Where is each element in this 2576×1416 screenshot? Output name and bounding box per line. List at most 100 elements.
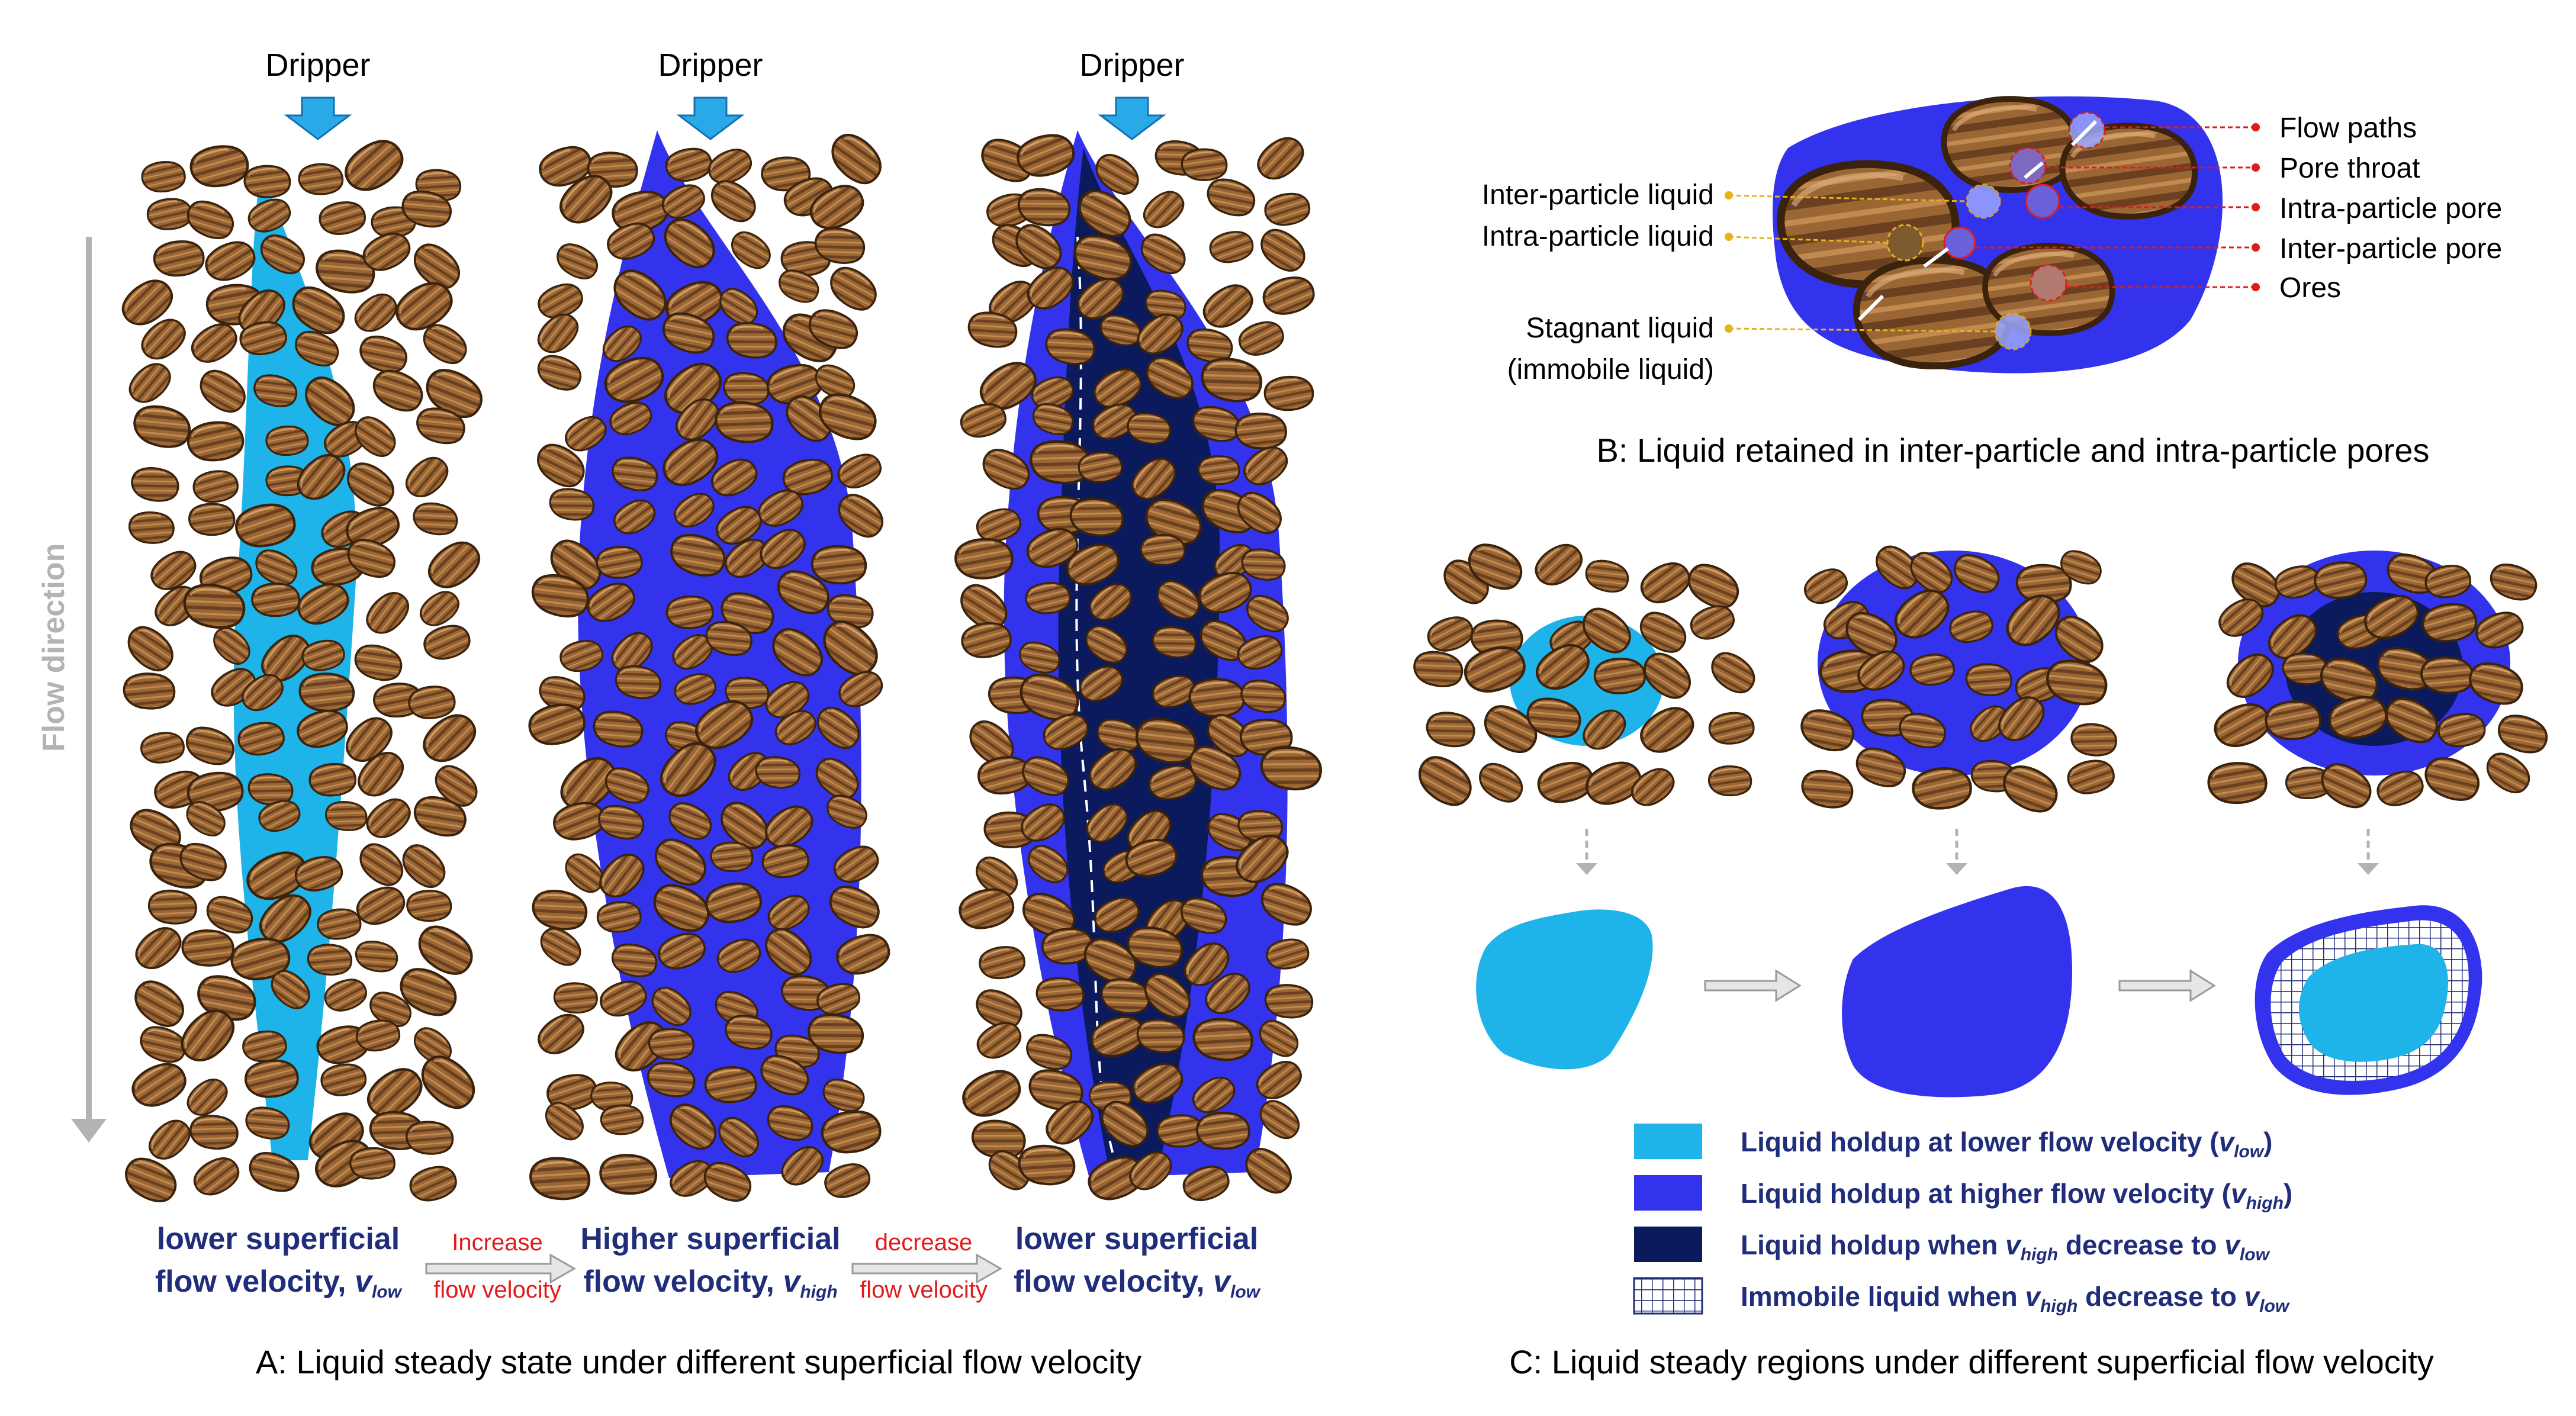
ore-particle [552, 239, 603, 285]
label-immobile-liquid: (immobile liquid) [1507, 354, 1714, 385]
pore-intra-particle-liquid [1886, 224, 1924, 262]
ore-particle [181, 929, 235, 967]
pore-ores [2030, 264, 2067, 302]
ore-particle [1260, 273, 1317, 319]
pore-intra-particle [2025, 184, 2060, 219]
label-inter-particle-pore: Inter-particle pore [2279, 233, 2502, 265]
ore-particle [356, 331, 411, 377]
ore-particle [531, 1006, 591, 1062]
ore-particle [1140, 533, 1186, 567]
label-ores: Ores [2279, 272, 2341, 304]
ore-particle [1076, 450, 1124, 485]
ore-particle [957, 1064, 1026, 1124]
ore-particle [1709, 767, 1751, 796]
ore-particle [123, 672, 175, 709]
region-low-velocity [1476, 909, 1653, 1070]
dripper-label-3: Dripper [1079, 47, 1184, 83]
panel-b-flow-arrows [1857, 120, 2098, 321]
panel-a-caption: A: Liquid steady state under different s… [256, 1343, 1141, 1380]
ore-particle [1705, 646, 1761, 699]
ore-particle [1197, 1113, 1249, 1149]
ore-particle [143, 1114, 196, 1166]
ore-particle [1264, 376, 1314, 411]
ore-particle [2070, 722, 2118, 758]
column-2-label-line1: Higher superficial [580, 1222, 840, 1256]
dripper-arrow-3 [1098, 96, 1166, 140]
ore-particle [2421, 656, 2474, 694]
panel-b-caption: B: Liquid retained in inter-particle and… [1597, 432, 2430, 469]
label-stagnant-liquid: Stagnant liquid [1526, 313, 1714, 344]
ore-particle [1203, 174, 1259, 221]
ore-particle [147, 889, 197, 925]
column-2-label-line2: flow velocity, vhigh [583, 1264, 837, 1302]
ore-particle [529, 1156, 591, 1201]
ore-particle [533, 350, 586, 395]
cluster-down-arrow-heads [1576, 863, 2379, 875]
ore-particle [1197, 455, 1240, 485]
ore-particle [647, 1026, 696, 1062]
ore-particle [128, 511, 174, 545]
ore-particle [420, 620, 474, 665]
ore-particle [130, 465, 181, 504]
ore-particle [411, 500, 460, 538]
ore-particle [130, 921, 187, 976]
pore-stagnant-liquid [1994, 313, 2032, 350]
ore-particle [1472, 756, 1530, 810]
ore-particle [321, 975, 370, 1016]
region-high-velocity [1842, 886, 2072, 1098]
legend-swatch-immobile [1633, 1277, 1703, 1315]
label-inter-particle-liquid: Inter-particle liquid [1482, 179, 1714, 211]
arrow-1-top-label: Increase [452, 1230, 542, 1256]
ore-particle [350, 1147, 395, 1180]
panel-c: Liquid holdup at lower flow velocity (vl… [1411, 538, 2553, 1380]
ore-particle [127, 1057, 191, 1113]
flow-direction-label: Flow direction [37, 543, 71, 752]
label-pore-throat: Pore throat [2279, 153, 2420, 184]
ore-particle [824, 260, 883, 317]
ore-particle [976, 943, 1028, 982]
panel-c-caption: C: Liquid steady regions under different… [1509, 1343, 2434, 1380]
region-after-decrease-inner [2299, 944, 2448, 1062]
ore-particle [1250, 129, 1311, 188]
ore-particle [189, 1114, 239, 1151]
right-leader-dots [2252, 123, 2260, 291]
ore-particle [299, 164, 343, 195]
ore-particle [533, 921, 588, 973]
ore-particle [250, 581, 301, 618]
pore-inter-particle [1943, 226, 1976, 259]
ore-particle [1254, 223, 1311, 278]
ore-particle [1262, 189, 1313, 229]
ore-particle [2066, 757, 2117, 797]
label-intra-particle-pore: Intra-particle pore [2279, 193, 2502, 224]
ore-particle [348, 287, 404, 339]
legend-label-decrease: Liquid holdup when vhigh decrease to vlo… [1741, 1230, 2271, 1264]
ore-particle [406, 889, 452, 922]
ore-particle [1583, 556, 1631, 596]
ore-particle [200, 234, 261, 288]
legend-label-immobile: Immobile liquid when vhigh decrease to v… [1741, 1281, 2290, 1316]
ore-particle [320, 1062, 368, 1098]
ore-particle [361, 792, 416, 844]
arrow-increase [425, 1253, 577, 1284]
ore-particle [1636, 556, 1695, 610]
ore-particle [146, 197, 192, 231]
ore-particle [189, 143, 250, 189]
ore-particle [407, 1162, 459, 1205]
ore-particle [422, 535, 487, 596]
ore-particle [194, 364, 252, 419]
column-3-label-line1: lower superficial [1015, 1222, 1258, 1256]
right-leader-lines [1975, 126, 2253, 288]
dripper-label-2: Dripper [658, 47, 763, 83]
ore-particle [600, 1154, 657, 1195]
ore-particle [1912, 766, 1972, 810]
ore-particle [1197, 278, 1258, 334]
ore-particle [128, 974, 191, 1034]
ore-particle [353, 838, 410, 892]
flow-direction-arrow-head [71, 1119, 107, 1143]
arrow-2-top-label: decrease [875, 1230, 973, 1256]
ore-particle [1036, 977, 1084, 1012]
ore-particle [1411, 749, 1479, 813]
region-arrow-2 [2118, 969, 2216, 1002]
pore-inter-particle-liquid [1966, 184, 2001, 219]
ore-particle [1424, 612, 1477, 656]
